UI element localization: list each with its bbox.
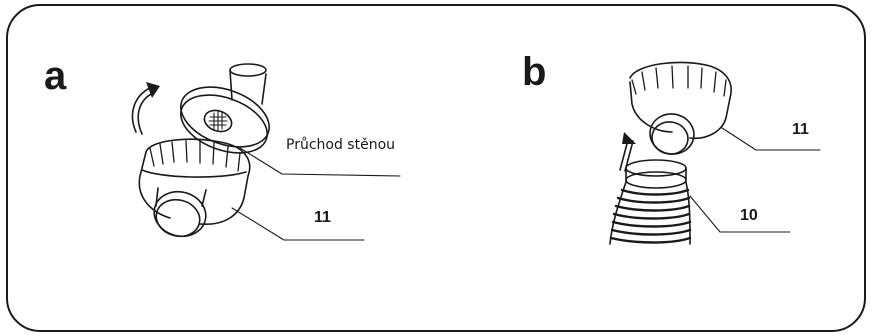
- callout-number-11-b: 11: [792, 121, 809, 138]
- rotation-arrow-icon: [131, 82, 160, 135]
- callout-number-10-b: 10: [740, 207, 758, 224]
- hose-10-part: [609, 159, 692, 245]
- leader-line-hose: [689, 195, 791, 233]
- leader-line-nut-b: [721, 127, 821, 151]
- leader-line-passthrough: [239, 147, 401, 177]
- pipe-stub: [229, 63, 267, 105]
- callout-number-11-a: 11: [314, 209, 331, 226]
- callout-wall-passthrough: Průchod stěnou: [286, 137, 396, 153]
- leader-line-nut-a: [231, 207, 365, 241]
- wall-passthrough-part: [179, 86, 271, 154]
- panel-label-b: b: [522, 50, 547, 94]
- panel-label-a: a: [44, 54, 67, 98]
- figure-frame: [6, 4, 866, 332]
- nut-11-part-b: [629, 61, 732, 155]
- nut-11-part: [138, 138, 251, 238]
